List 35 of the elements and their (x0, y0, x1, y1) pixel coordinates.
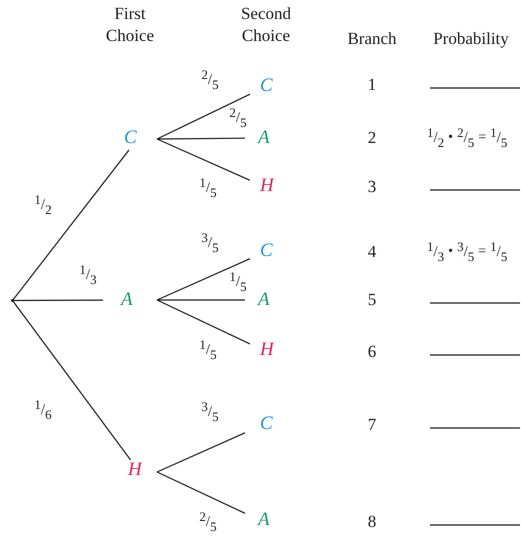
column-header: First Choice (104, 3, 156, 47)
outcome-letter: A (103, 290, 157, 310)
outcome-letter: H (250, 176, 280, 198)
branch-number: 7 (366, 414, 378, 436)
branch-number: 6 (366, 341, 378, 363)
branch-number: 3 (366, 176, 378, 198)
branch-line (12, 300, 132, 460)
branch-line (156, 258, 250, 301)
branch-line (157, 138, 245, 140)
branch-line (156, 471, 246, 514)
outcome-letter: A (245, 290, 278, 310)
outcome-letter: A (245, 510, 278, 532)
outcome-letter: C (118, 128, 157, 150)
branch-line (156, 94, 250, 140)
column-header: Branch (346, 28, 398, 50)
outcome-letter: C (245, 414, 280, 436)
outcome-letter: H (122, 460, 157, 484)
branch-number: 5 (366, 289, 378, 311)
outcome-letter: A (245, 128, 278, 148)
column-header: Probability (432, 28, 510, 50)
outcome-letter: H (250, 340, 280, 362)
branch-line (156, 299, 250, 344)
outcome-letter: C (250, 241, 280, 263)
branch-number: 4 (366, 241, 378, 263)
branch-point (11, 299, 14, 302)
branch-line (12, 300, 103, 302)
branch-number: 8 (366, 511, 378, 533)
branch-number: 2 (366, 127, 378, 149)
branch-line (156, 138, 250, 181)
branch-line (12, 150, 130, 301)
column-header: Second Choice (240, 3, 292, 47)
branch-line (157, 299, 245, 301)
branch-line (156, 432, 246, 473)
branch-number: 1 (366, 74, 378, 96)
outcome-letter: C (250, 76, 280, 98)
